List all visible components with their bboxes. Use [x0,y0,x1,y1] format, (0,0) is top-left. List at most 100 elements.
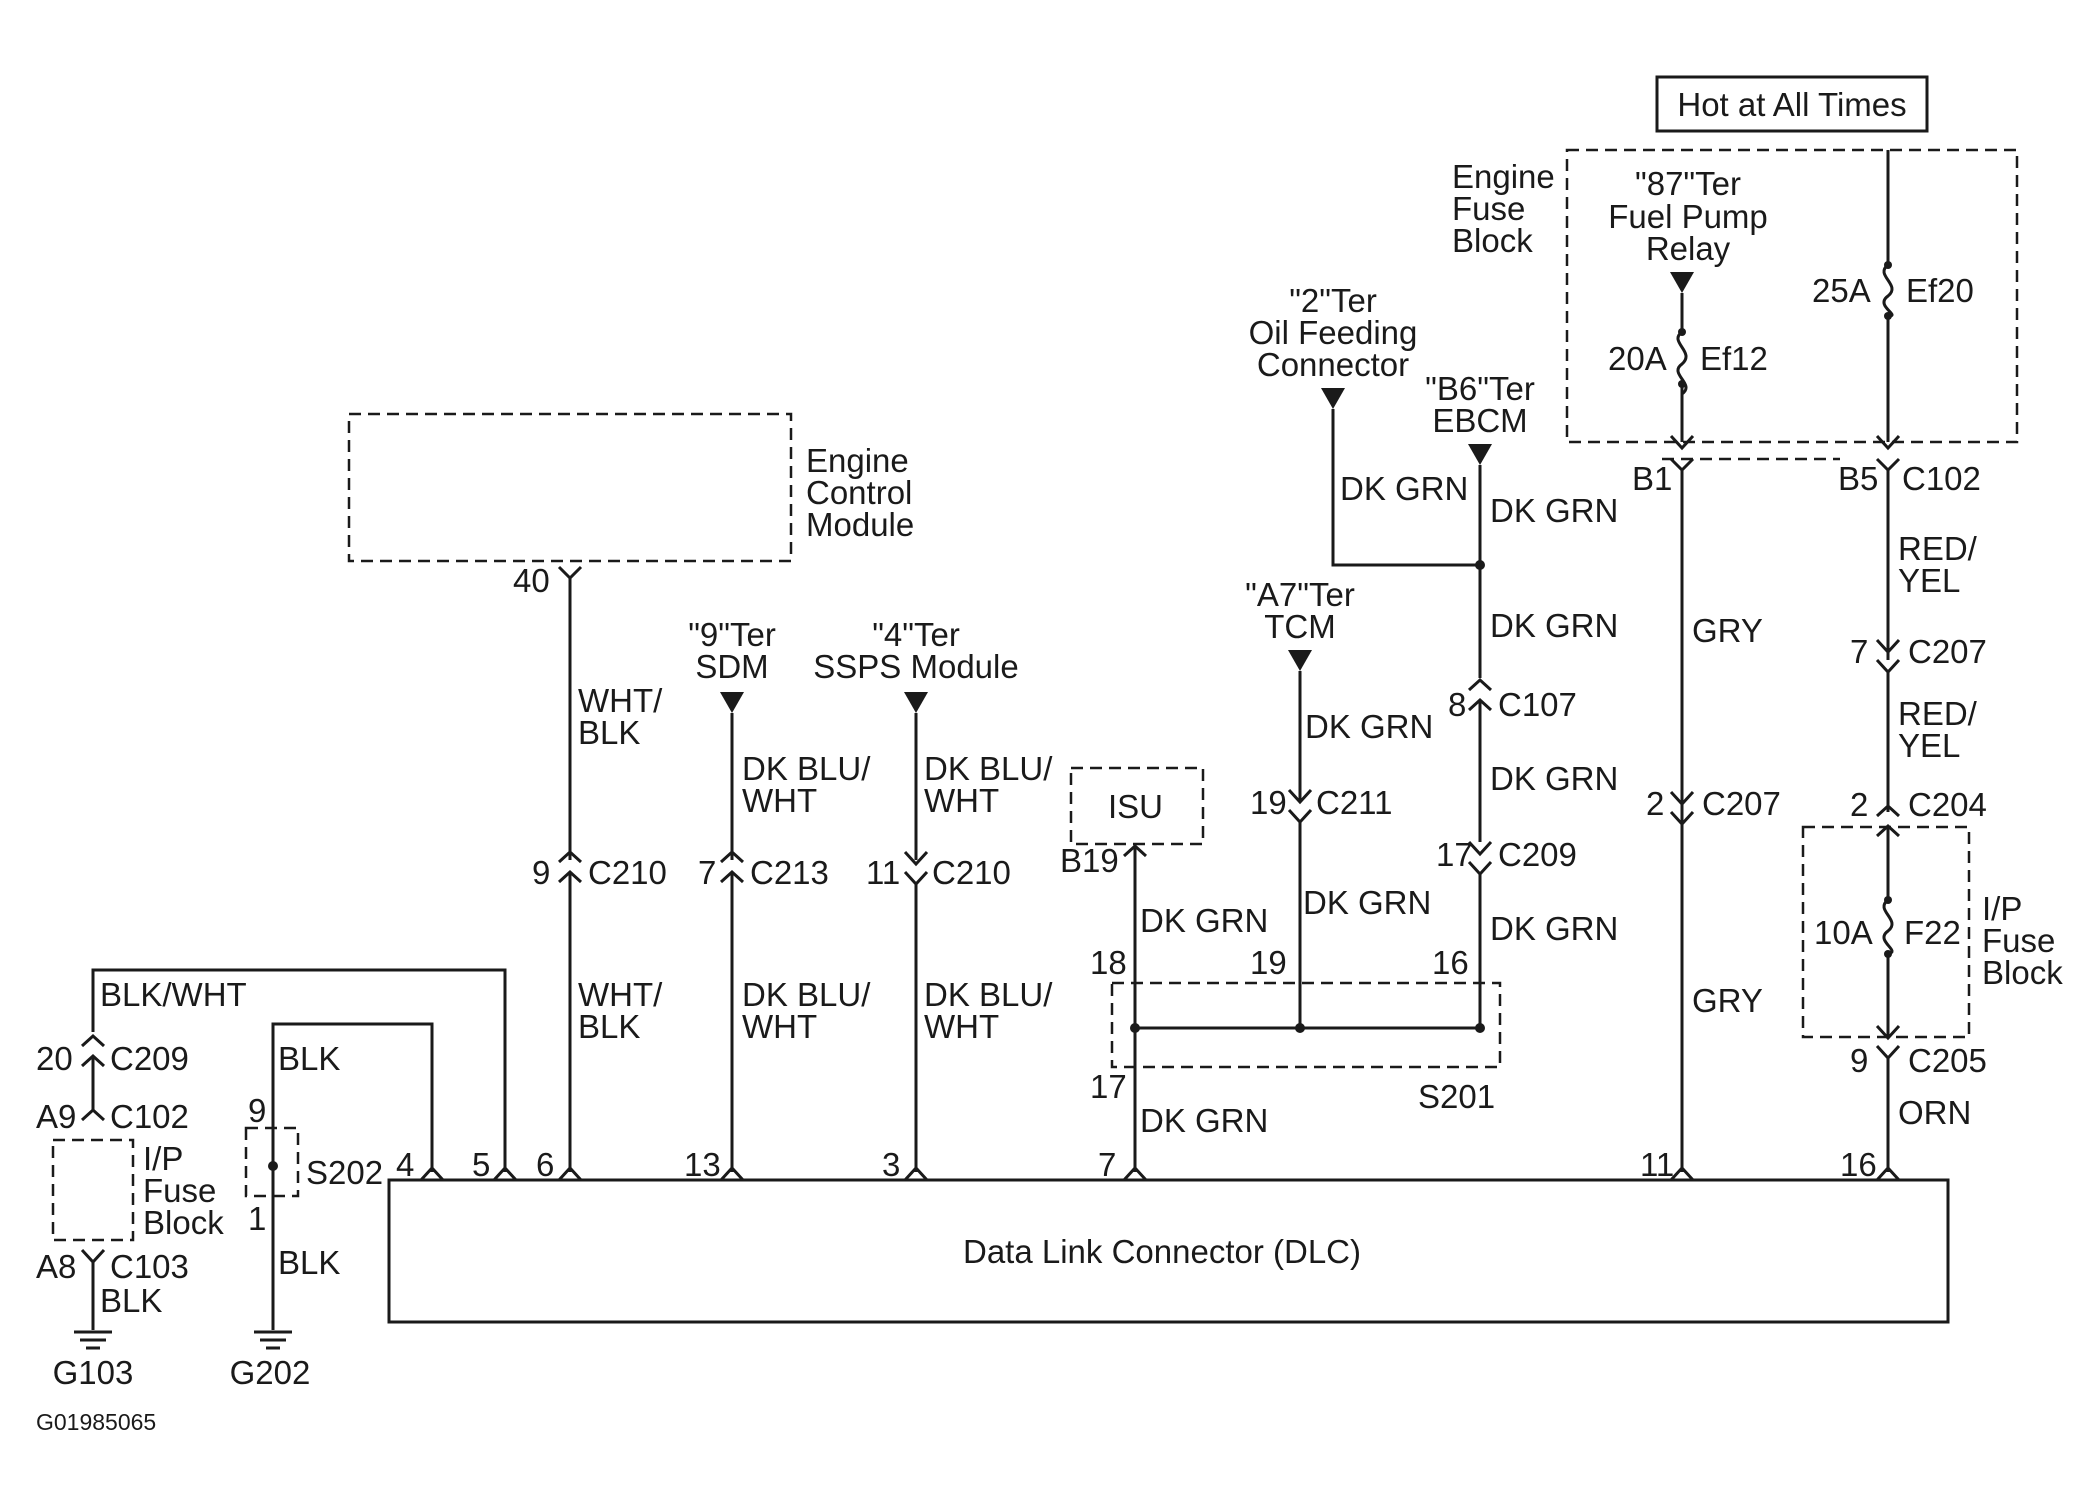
dlc-pin-3: 3 [882,1146,900,1183]
ip-fuse-block-left-label-2: Fuse [143,1172,216,1209]
ebcm-label-1: "B6"Ter [1425,370,1535,407]
oil-feeding-wire-label: DK GRN [1340,470,1468,507]
ip-fuse-block-left-label-1: I/P [143,1140,183,1177]
c204-name: C204 [1908,786,1987,823]
ebcm-wire-label-4: DK GRN [1490,910,1618,947]
oil-feeding-label-2: Oil Feeding [1249,314,1418,351]
ecm-pin-40: 40 [513,562,550,599]
red-yel-label-2a: RED/ [1898,695,1978,732]
red-yel-label-1b: YEL [1898,562,1960,599]
ssps-label-1: "4"Ter [872,616,960,653]
sdm-terminal-icon [720,692,744,713]
fuel-pump-relay-terminal-icon [1670,272,1694,293]
c204-pin-icon [1875,803,1901,818]
fuel-pump-relay-label-2: Fuel Pump [1608,198,1768,235]
gry-label-1: GRY [1692,612,1763,649]
c103-pin-icon [80,1248,106,1265]
ssps-terminal-icon [904,692,928,713]
c209-right-name: C209 [1498,836,1577,873]
blk-wire-label-2: BLK [278,1244,340,1281]
s202-pin-bottom: 1 [248,1200,266,1237]
c102-b1-pin-icon-2 [1669,457,1695,473]
ebcm-wire-label-1: DK GRN [1490,492,1618,529]
ecm-wire-label-1a: WHT/ [578,682,663,719]
c107-name: C107 [1498,686,1577,723]
oil-feeding-terminal-icon [1321,388,1345,409]
c207-gry-name: C207 [1702,785,1781,822]
c102-a9-pin-icon [80,1107,106,1122]
s201-pin-19: 19 [1250,944,1287,981]
red-yel-label-1a: RED/ [1898,530,1978,567]
g202-label: G202 [230,1354,311,1391]
orn-label: ORN [1898,1094,1971,1131]
tcm-wire-label-2: DK GRN [1303,884,1431,921]
dlc-pin-4-icon [419,1165,445,1182]
c102-b5-pin-icon-2 [1875,457,1901,473]
c207-gry-pin: 2 [1646,785,1664,822]
hot-at-all-times-box [1655,75,1929,133]
c209-right-pin: 17 [1436,836,1473,873]
dlc-pin-11-icon [1669,1165,1695,1182]
c209-left-name: C209 [110,1040,189,1077]
ecm-wire-label-1b: BLK [578,714,640,751]
ebcm-wire-label-3: DK GRN [1490,760,1618,797]
s202-label: S202 [306,1154,383,1191]
c205-pin-icon-2 [1875,1044,1901,1061]
c103-name: C103 [110,1248,189,1285]
dlc-pin-16: 16 [1840,1146,1877,1183]
sdm-wire-label-2b: WHT [742,1008,817,1045]
diagram-id: G01985065 [36,1409,156,1435]
c207-red-pin-icon-2 [1875,658,1901,675]
c102-b5-name: C102 [1902,460,1981,497]
blk-wire-s202 [271,1022,434,1172]
c209-left-pin: 20 [36,1040,73,1077]
ssps-label-2: SSPS Module [813,648,1018,685]
blk-wht-label: BLK/WHT [100,976,247,1013]
engine-fuse-block-label-3: Block [1452,222,1533,259]
ebcm-terminal-icon [1468,444,1492,465]
s201-label: S201 [1418,1078,1495,1115]
c209-right-pin-icon [1467,840,1493,857]
c207-gry-pin-icon-2 [1669,810,1695,827]
c205-pin: 9 [1850,1042,1868,1079]
c210-ssps-pin: 11 [866,854,900,891]
f22-name: F22 [1904,914,1961,951]
c107-pin: 8 [1448,686,1466,723]
sdm-label-1: "9"Ter [688,616,776,653]
ecm-label-2: Control [806,474,912,511]
c102-b1-pin-icon [1669,434,1695,451]
isu-wire-label-2: DK GRN [1140,1102,1268,1139]
f22-fuse-icon [1882,898,1894,956]
dlc-pin-6-icon [557,1165,583,1182]
c211-pin: 19 [1250,784,1287,821]
g202-ground-icon [254,1330,292,1350]
fuel-pump-relay-label-1: "87"Ter [1635,165,1741,202]
isu-b19-pin-icon [1122,843,1148,858]
engine-fuse-block-label-2: Fuse [1452,190,1525,227]
g103-label: G103 [53,1354,134,1391]
dlc-pin-7: 7 [1098,1146,1116,1183]
c210-ssps-pin-icon-2 [903,870,929,887]
f22-rating: 10A [1814,914,1873,951]
ef20-fuse-icon [1882,263,1894,318]
c210-ecm-pin-icon [557,849,583,864]
c103-pin: A8 [36,1248,76,1285]
oil-feeding-wire [1331,409,1480,567]
ef20-name: Ef20 [1906,272,1974,309]
s201-outline [1110,981,1502,1069]
g103-ground-icon [74,1330,112,1350]
s201-pin-18: 18 [1090,944,1127,981]
ebcm-splice-dot [1475,560,1485,570]
isu-wire-label-1: DK GRN [1140,902,1268,939]
c205-name: C205 [1908,1042,1987,1079]
s201-pin-16: 16 [1432,944,1469,981]
isu-b19-pin: B19 [1060,842,1119,879]
ssps-wire-label-2b: WHT [924,1008,999,1045]
blk-wht-wire [91,968,507,1172]
ecm-label-3: Module [806,506,914,543]
ebcm-wire-label-2: DK GRN [1490,607,1618,644]
ip-fuse-block-left-label-3: Block [143,1204,224,1241]
tcm-wire-label-1: DK GRN [1305,708,1433,745]
oil-feeding-label-1: "2"Ter [1289,282,1377,319]
